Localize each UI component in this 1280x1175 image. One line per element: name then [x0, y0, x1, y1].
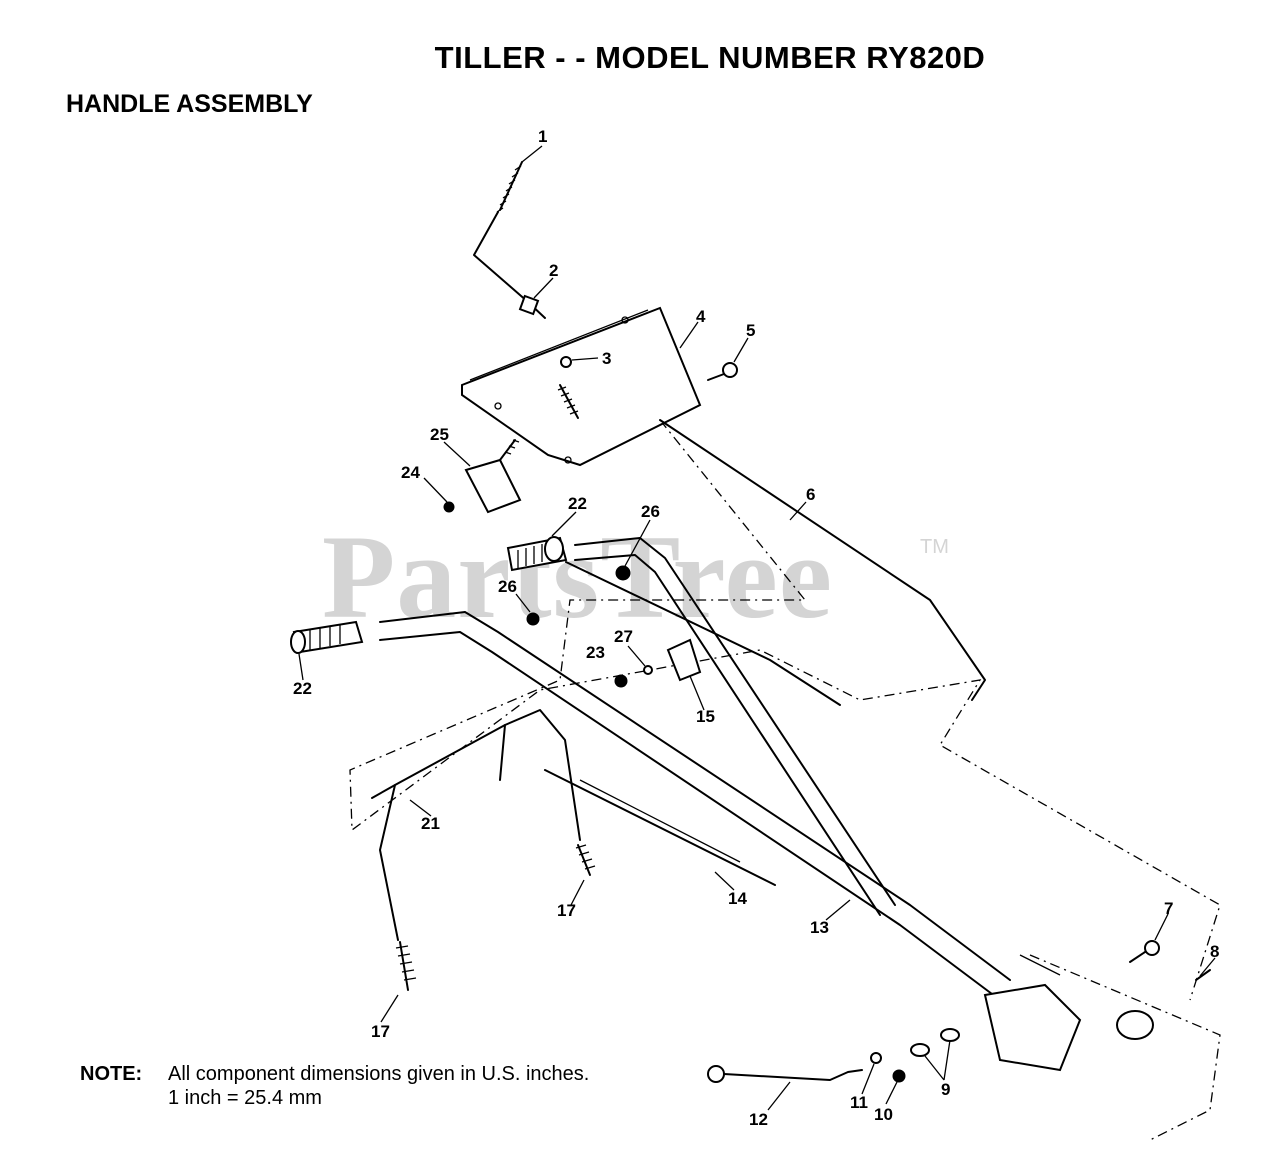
part-7-bolt [1129, 940, 1160, 963]
note-line-1: All component dimensions given in U.S. i… [168, 1063, 590, 1085]
part-21-bail-rod [371, 709, 581, 941]
leader-lines [298, 145, 1216, 1111]
callout-23: 23 [586, 643, 605, 662]
callout-14: 14 [728, 889, 747, 908]
note-line-2: 1 inch = 25.4 mm [168, 1087, 322, 1109]
callout-4: 4 [696, 307, 706, 326]
callout-labels: 1 2 3 4 5 6 7 8 9 10 11 12 13 14 15 17 1… [293, 127, 1219, 1129]
callout-15: 15 [696, 707, 715, 726]
watermark-logo: PartsTree [322, 510, 833, 643]
part-25-clamp [464, 439, 522, 514]
callout-3: 3 [602, 349, 611, 368]
callout-27: 27 [614, 627, 633, 646]
part-22-grip-lower [290, 620, 364, 654]
assembly-outline [349, 419, 1221, 1001]
callout-26-upper: 26 [641, 502, 660, 521]
part-17-spring-left [395, 941, 417, 991]
part-3-screw [557, 356, 579, 419]
part-17-spring-right [575, 844, 596, 876]
dimensions-note: NOTE: All component dimensions given in U… [80, 1062, 589, 1110]
part-26-nut-lower [526, 612, 540, 626]
callout-25: 25 [430, 425, 449, 444]
callout-17-right: 17 [557, 901, 576, 920]
callout-8: 8 [1210, 942, 1219, 961]
part-24-nut [443, 501, 455, 513]
part-9-washers [910, 1028, 960, 1057]
part-2-nut [518, 294, 540, 316]
part-4-bracket-plate [461, 306, 702, 467]
part-5-bolt [707, 362, 738, 381]
callout-26-lower: 26 [498, 577, 517, 596]
lower-outline [1029, 954, 1221, 1141]
part-13-handle-frame [379, 537, 1051, 1031]
callout-11: 11 [850, 1093, 868, 1112]
part-8-pin [1195, 969, 1211, 981]
callout-5: 5 [746, 321, 755, 340]
callout-22-lower: 22 [293, 679, 312, 698]
callout-10: 10 [874, 1105, 893, 1124]
section-title: HANDLE ASSEMBLY [66, 90, 313, 118]
part-6-control-rod [659, 419, 986, 701]
callout-7: 7 [1164, 899, 1173, 918]
callout-22-upper: 22 [568, 494, 587, 513]
part-14-spring-rod [544, 769, 776, 886]
callout-21: 21 [421, 814, 440, 833]
part-11-washer [870, 1052, 882, 1064]
callout-12: 12 [749, 1110, 768, 1129]
control-cable [565, 561, 841, 706]
watermark-trademark: TM [920, 536, 949, 558]
part-26-nut-upper [615, 565, 631, 581]
part-27-washer [643, 665, 653, 675]
part-22-grip-upper [506, 536, 568, 572]
part-15-bracket [666, 638, 702, 682]
callout-2: 2 [549, 261, 558, 280]
base-housing [983, 954, 1154, 1072]
part-12-shift-lever [707, 1065, 863, 1083]
page-title: TILLER - - MODEL NUMBER RY820D [434, 40, 986, 75]
callout-24: 24 [401, 463, 420, 482]
callout-17-left: 17 [371, 1022, 390, 1041]
callout-13: 13 [810, 918, 829, 937]
part-1-spring-rod [473, 161, 546, 319]
callout-6: 6 [806, 485, 815, 504]
callout-9: 9 [941, 1080, 950, 1099]
note-label: NOTE: [80, 1063, 143, 1085]
part-10-nut [892, 1069, 906, 1083]
callout-1: 1 [538, 127, 547, 146]
